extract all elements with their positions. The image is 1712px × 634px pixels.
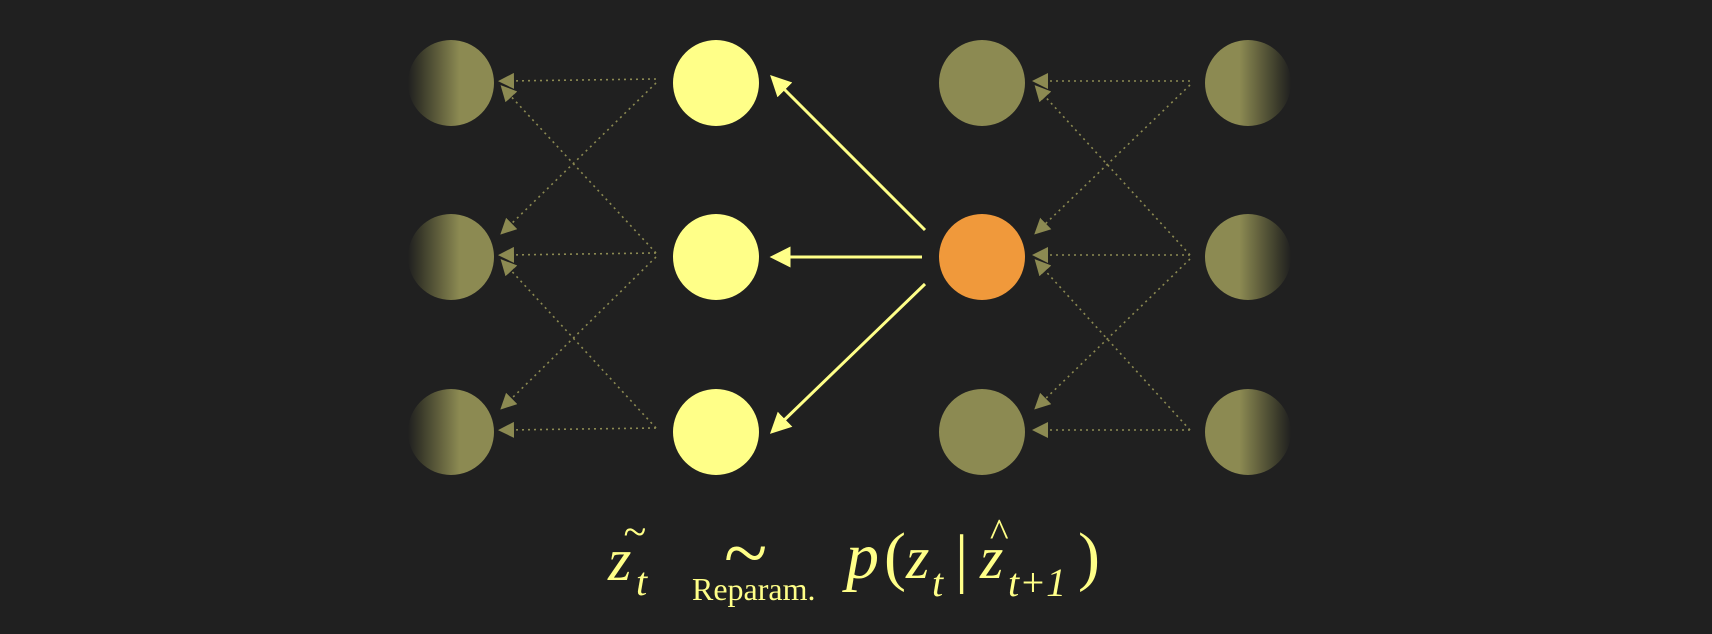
left-faded-column-node-1 (408, 214, 494, 300)
faded-edge-left-1-0 (500, 85, 657, 254)
active-column-node-0 (673, 40, 759, 126)
faded-edge-left-0-1 (500, 82, 657, 235)
formula-lhs-accent: ~ (623, 510, 646, 556)
faded-edge-left-2-1 (500, 259, 657, 429)
left-faded-column-node-2 (408, 389, 494, 475)
formula-rhs-cond-accent: ^ (989, 510, 1009, 555)
faded-edge-left-0-0 (498, 72, 657, 89)
formula-rhs-cond-sub: t+1 (1008, 560, 1066, 605)
source-column-node-0 (939, 40, 1025, 126)
source-column-node-1 (939, 214, 1025, 300)
formula-rhs-open: ( (884, 520, 906, 593)
right-faded-column-node-0 (1205, 40, 1291, 126)
right-faded-column-node-2 (1205, 389, 1291, 475)
formula-tilde-op: ~ (724, 510, 767, 598)
formula-op-sub: Reparam. (692, 571, 816, 607)
faded-edge-right-2-1 (1034, 259, 1191, 431)
faded-edges (498, 72, 1191, 438)
nodes (408, 40, 1291, 475)
faded-edge-right-0-1 (1034, 84, 1191, 235)
formula-rhs-var-sub: t (932, 560, 944, 605)
formula-rhs-bar: | (955, 522, 968, 595)
left-faded-column-node-0 (408, 40, 494, 126)
faded-edge-right-1-0 (1034, 85, 1191, 256)
faded-edge-left-1-1 (498, 246, 657, 263)
faded-edge-left-2-2 (498, 421, 657, 438)
formula-rhs-func: p (842, 520, 879, 593)
formula-lhs-var: z (607, 527, 631, 593)
solid-arrow-0 (770, 75, 927, 232)
solid-arrow-2 (769, 282, 927, 434)
faded-edge-right-1-2 (1034, 258, 1191, 410)
formula-rhs-close: ) (1078, 520, 1100, 593)
right-faded-column-node-1 (1205, 214, 1291, 300)
active-column-node-1 (673, 214, 759, 300)
source-column-node-2 (939, 389, 1025, 475)
formula-rhs-var: z (905, 525, 929, 591)
active-column-node-2 (673, 389, 759, 475)
formula: ~ z t ~ Reparam. p ( z t | ^ z t+1 ) (607, 510, 1100, 607)
solid-arrows (769, 75, 927, 434)
faded-edge-left-1-2 (500, 256, 657, 410)
formula-rhs-cond-var: z (979, 525, 1003, 591)
formula-lhs-sub: t (636, 559, 648, 604)
